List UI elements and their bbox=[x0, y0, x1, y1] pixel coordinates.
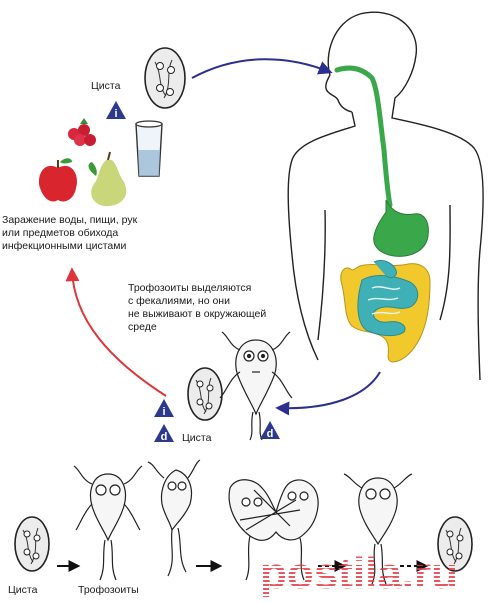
trophozoite-line-3: не выживают в окружающей bbox=[128, 308, 267, 320]
infective-stage-marker-top: i bbox=[105, 100, 127, 120]
bottom-cyst-right-image bbox=[437, 516, 473, 572]
bottom-trophozoite-right-image bbox=[343, 473, 413, 585]
trophozoite-caption: Трофозоиты выделяются с фекалиями, но он… bbox=[128, 282, 266, 334]
arrow-cyst-to-mouth bbox=[191, 58, 333, 79]
infection-line-2: или предметов обихода bbox=[2, 227, 119, 239]
human-body-outline bbox=[287, 11, 484, 381]
arrow-cyst-to-infection bbox=[65, 267, 167, 397]
raspberries-image bbox=[68, 118, 96, 146]
cyst-top-image bbox=[144, 47, 186, 109]
infection-line-3: инфекционными цистами bbox=[2, 240, 127, 252]
trophozoite-line-2: с фекалиями, но они bbox=[128, 295, 230, 307]
trophozoite-line-4: среде bbox=[128, 321, 157, 333]
pear-image bbox=[88, 151, 127, 207]
infection-caption: Заражение воды, пищи, рук или предметов … bbox=[2, 214, 137, 253]
apple-image bbox=[38, 158, 78, 202]
diagnostic-stage-marker-middle: d bbox=[153, 423, 175, 443]
bottom-cyst-left-image bbox=[14, 516, 50, 572]
cyst-middle-label: Циста bbox=[182, 432, 212, 444]
bottom-trophozoites-image bbox=[73, 459, 201, 581]
esophagus bbox=[334, 65, 393, 208]
trophozoites-bottom-label: Трофозоиты bbox=[78, 584, 139, 596]
watermark-logo: postila.ru bbox=[258, 548, 486, 598]
cyst-bottom-label: Циста bbox=[8, 584, 38, 596]
trophozoite-middle-image bbox=[219, 331, 293, 441]
digestive-tract bbox=[334, 65, 431, 363]
bottom-dividing-trophozoite-image bbox=[228, 479, 319, 581]
diagnostic-stage-marker-trophozoite: d bbox=[259, 420, 281, 440]
stomach bbox=[373, 199, 429, 257]
trophozoite-line-1: Трофозоиты выделяются bbox=[128, 282, 252, 294]
svg-text:postila.ru: postila.ru bbox=[260, 549, 458, 598]
small-intestine bbox=[357, 275, 419, 337]
cyst-top-label: Циста bbox=[91, 80, 121, 92]
infection-line-1: Заражение воды, пищи, рук bbox=[2, 214, 138, 226]
cyst-middle-image bbox=[187, 367, 223, 421]
svg-text:d: d bbox=[161, 431, 168, 443]
svg-text:d: d bbox=[267, 428, 274, 440]
arrow-body-to-cyst bbox=[275, 371, 381, 416]
svg-text:i: i bbox=[114, 108, 117, 120]
infective-stage-marker-middle: i bbox=[153, 398, 175, 418]
svg-text:i: i bbox=[162, 406, 165, 418]
water-glass-image bbox=[135, 120, 163, 177]
